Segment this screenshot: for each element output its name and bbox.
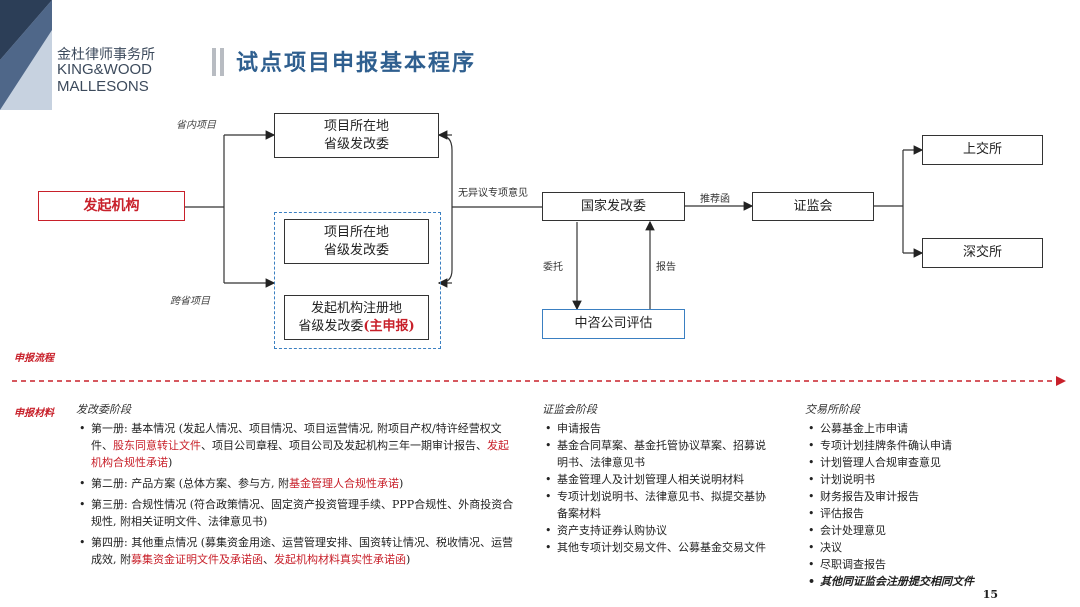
- csrc-material-item: 专项计划说明书、法律意见书、拟提交基协备案材料: [545, 488, 772, 522]
- item-text: 第二册: 产品方案 (总体方案、参与方, 附: [91, 477, 289, 490]
- csrc-stage-heading: 证监会阶段: [542, 403, 597, 416]
- highlighted-text: 发起机构材料真实性承诺函: [274, 553, 406, 566]
- title-bar-icon: [220, 48, 224, 76]
- page-number: 15: [982, 588, 998, 601]
- exchange-material-item: 计划管理人合规审查意见: [808, 454, 1025, 471]
- recommend-label: 推荐函: [700, 194, 730, 205]
- csrc-material-item: 资产支持证券认购协议: [545, 522, 772, 539]
- title-bar-icon: [212, 48, 216, 76]
- provincial-ndrc-local-node: 项目所在地 省级发改委: [274, 113, 439, 158]
- node-line: 项目所在地: [323, 224, 389, 240]
- exchange-stage-heading: 交易所阶段: [805, 403, 860, 416]
- szse-node: 深交所: [922, 238, 1043, 268]
- csrc-label: 证监会: [793, 198, 833, 214]
- logo-en1: KING&WOOD: [57, 61, 153, 78]
- exchange-material-item: 专项计划挂牌条件确认申请: [808, 437, 1025, 454]
- ndrc-stage-heading: 发改委阶段: [76, 403, 131, 416]
- item-text: 、项目公司章程、项目公司及发起机构三年一期审计报告、: [201, 439, 487, 452]
- item-text: 第三册: 合规性情况 (符合政策情况、固定资产投资管理手续、PPP合规性、外商投…: [91, 498, 514, 528]
- item-text: ): [398, 477, 404, 490]
- ndrc-label: 国家发改委: [580, 198, 646, 214]
- item-text: ): [168, 456, 173, 469]
- ndrc-material-item: 第四册: 其他重点情况 (募集资金用途、运营管理安排、国资转让情况、税收情况、运…: [79, 534, 516, 568]
- csrc-stage-list: 申请报告基金合同草案、基金托管协议草案、招募说明书、法律意见书基金管理人及计划管…: [542, 420, 772, 556]
- page-title: 试点项目申报基本程序: [236, 51, 477, 76]
- node-line: 省级发改委: [323, 136, 389, 152]
- highlighted-text: 基金管理人合规性承诺: [288, 477, 399, 490]
- exchange-material-item: 会计处理意见: [808, 522, 1025, 539]
- ciecc-label: 中咨公司评估: [574, 316, 653, 331]
- ndrc-material-item: 第二册: 产品方案 (总体方案、参与方, 附基金管理人合规性承诺): [79, 475, 516, 492]
- corner-decoration: [0, 0, 52, 110]
- ndrc-stage-list: 第一册: 基本情况 (发起人情况、项目情况、项目运营情况, 附项目产权/特许经营…: [76, 420, 516, 568]
- node-line: 项目所在地: [323, 118, 389, 134]
- entrust-label: 委托: [543, 262, 563, 273]
- provincial-ndrc-project-node: 项目所在地 省级发改委: [284, 219, 429, 264]
- exchange-material-item: 评估报告: [808, 505, 1025, 522]
- csrc-material-item: 基金合同草案、基金托管协议草案、招募说明书、法律意见书: [545, 437, 772, 471]
- ndrc-material-item: 第一册: 基本情况 (发起人情况、项目情况、项目运营情况, 附项目产权/特许经营…: [79, 420, 516, 471]
- exchange-material-item: 公募基金上市申请: [808, 420, 1025, 437]
- main-application-label: (主申报): [363, 318, 415, 334]
- timeline-arrow-icon: [1056, 376, 1066, 386]
- provincial-ndrc-registered-node: 发起机构注册地 省级发改委(主申报): [284, 295, 429, 340]
- szse-label: 深交所: [962, 245, 1002, 260]
- initiator-node: 发起机构: [38, 191, 185, 221]
- csrc-stage-column: 证监会阶段 申请报告基金合同草案、基金托管协议草案、招募说明书、法律意见书基金管…: [542, 401, 772, 556]
- no-objection-label: 无异议专项意见: [458, 188, 528, 199]
- report-label: 报告: [656, 262, 676, 273]
- ndrc-stage-column: 发改委阶段 第一册: 基本情况 (发起人情况、项目情况、项目运营情况, 附项目产…: [76, 401, 516, 568]
- exchange-material-item: 财务报告及审计报告: [808, 488, 1025, 505]
- exchange-stage-list: 公募基金上市申请专项计划挂牌条件确认申请计划管理人合规审查意见计划说明书财务报告…: [805, 420, 1025, 590]
- sse-node: 上交所: [922, 135, 1043, 165]
- flow-section-label: 申报流程: [14, 353, 54, 364]
- ndrc-node: 国家发改委: [542, 192, 685, 221]
- item-text: 第四册: 其他重点情况 (募集资金用途、运营管理安排、国资转让情况、税收情况、运…: [91, 536, 513, 566]
- highlighted-text: 股东同意转让文件: [113, 439, 201, 452]
- csrc-material-item: 基金管理人及计划管理人相关说明材料: [545, 471, 772, 488]
- csrc-material-item: 其他专项计划交易文件、公募基金交易文件: [545, 539, 772, 556]
- item-text: ): [406, 553, 411, 566]
- node-line: 省级发改委: [323, 242, 389, 258]
- in-province-label: 省内项目: [176, 120, 216, 131]
- sse-label: 上交所: [962, 142, 1002, 157]
- exchange-material-item: 计划说明书: [808, 471, 1025, 488]
- cross-province-label: 跨省项目: [170, 296, 210, 307]
- exchange-stage-column: 交易所阶段 公募基金上市申请专项计划挂牌条件确认申请计划管理人合规审查意见计划说…: [805, 401, 1025, 590]
- cross-province-group: [274, 212, 441, 349]
- exchange-material-item: 尽职调查报告: [808, 556, 1025, 573]
- initiator-label: 发起机构: [83, 198, 140, 214]
- item-text: 、: [263, 553, 274, 566]
- csrc-material-item: 申请报告: [545, 420, 772, 437]
- exchange-material-item-last: 其他同证监会注册提交相同文件: [808, 573, 1025, 590]
- node-line: 省级发改委(主申报): [298, 318, 414, 336]
- csrc-node: 证监会: [752, 192, 874, 221]
- ndrc-material-item: 第三册: 合规性情况 (符合政策情况、固定资产投资管理手续、PPP合规性、外商投…: [79, 496, 516, 530]
- node-line-part: 省级发改委: [298, 318, 364, 334]
- highlighted-text: 发起机构合规性承诺: [91, 439, 509, 469]
- exchange-material-item: 决议: [808, 539, 1025, 556]
- item-text: 第一册: 基本情况 (发起人情况、项目情况、项目运营情况, 附项目产权/特许经营…: [91, 422, 502, 452]
- logo-cn: 金杜律师事务所: [57, 46, 155, 62]
- highlighted-text: 募集资金证明文件及承诺函: [131, 553, 263, 566]
- ciecc-node: 中咨公司评估: [542, 309, 685, 339]
- node-line: 发起机构注册地: [310, 300, 402, 316]
- logo-en2: MALLESONS: [57, 78, 149, 95]
- materials-section-label: 申报材料: [14, 408, 54, 419]
